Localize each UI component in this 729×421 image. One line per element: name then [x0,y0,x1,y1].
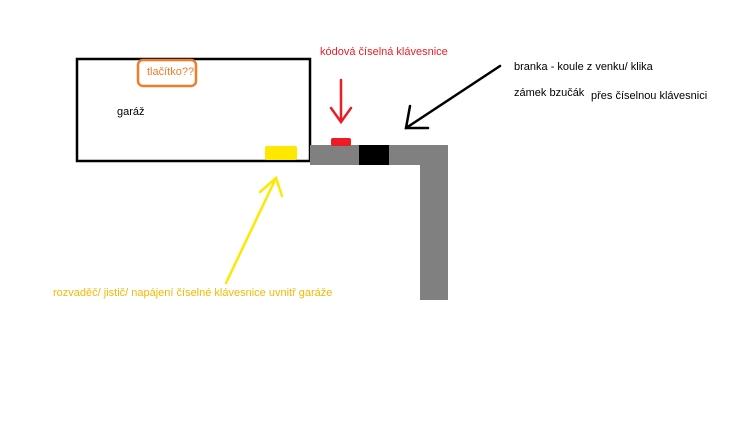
keypad-arrow [329,78,353,125]
button-label: tlačítko?? [147,66,195,78]
via-keypad-label: přes číselnou klávesnici [591,90,708,102]
panel-label: rozvaděč/ jistič/ napájení číselné kláve… [53,287,333,299]
fence-vertical [420,145,448,300]
garage-label: garáž [117,106,145,118]
lock-label: zámek bzučák [514,87,585,99]
keypad-label: kódová číselná klávesnice [320,46,448,58]
keypad-block [331,138,351,146]
button-outline [136,58,198,88]
gate-label: branka - koule z venku/ klika [514,61,653,73]
gate-arrow [404,64,502,130]
panel-arrow [224,175,284,285]
garage-outline [75,57,312,163]
lock-block [359,145,389,165]
panel-block [265,146,297,160]
